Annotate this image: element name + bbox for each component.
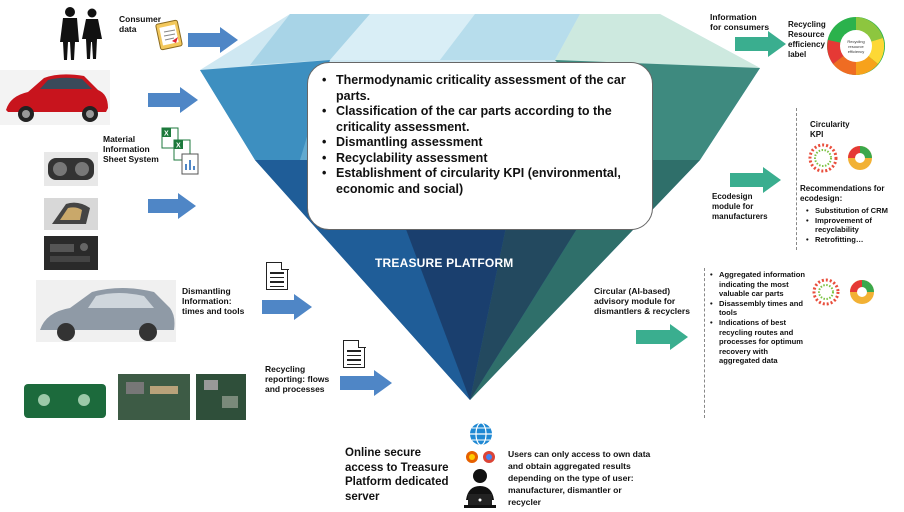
assessment-box: Thermodynamic criticality assessment of … — [307, 62, 653, 230]
arrow-material — [148, 193, 196, 219]
svg-text:X: X — [164, 131, 169, 138]
output-arrows — [636, 31, 786, 350]
radio-photo-icon — [44, 236, 98, 270]
recommendations-list: Substitution of CRM Improvement of recyc… — [806, 206, 904, 244]
kpi-gauge-icon — [848, 146, 874, 304]
circularity-kpi-label: Circularity KPI — [810, 120, 850, 139]
dismantled-car-icon — [36, 280, 176, 342]
svg-text:efficiency: efficiency — [848, 49, 865, 54]
arrow-car — [148, 87, 198, 113]
kpi-wheel-icon — [808, 143, 840, 306]
globe-icon — [470, 422, 492, 446]
car-icon — [0, 70, 110, 125]
assessment-item: Establishment of circularity KPI (enviro… — [322, 166, 638, 197]
advisory-item: Indications of best recycling routes and… — [710, 318, 810, 366]
assessment-item: Recyclability assessment — [322, 151, 638, 167]
recommendation-item: Substitution of CRM — [806, 206, 904, 216]
circuit-board-icon — [24, 374, 246, 420]
assessment-list: Thermodynamic criticality assessment of … — [322, 73, 638, 197]
platform-title: TREASURE PLATFORM — [375, 256, 514, 270]
energy-label-icon: Recycling resource efficiency — [827, 17, 885, 76]
assessment-item: Dismantling assessment — [322, 135, 638, 151]
assessment-item: Classification of the car parts accordin… — [322, 104, 638, 135]
dashboard-photo-icon — [44, 152, 98, 186]
arrow-info-consumers — [735, 31, 786, 57]
arrow-dismantling — [262, 294, 312, 320]
people-icon — [60, 7, 102, 60]
mirror-photo-icon — [44, 198, 98, 230]
ecodesign-module-label: Ecodesign module for manufacturers — [712, 192, 768, 221]
arrow-ecodesign — [730, 167, 781, 193]
input-arrows — [148, 27, 392, 396]
user-access-text: Users can only access to own data and ob… — [508, 449, 651, 507]
advisory-module-label: Circular (AI-based) advisory module for … — [594, 286, 690, 316]
svg-text:resource: resource — [848, 44, 864, 49]
secure-access-text: Online secure access to Treasure Platfor… — [345, 447, 449, 503]
recommendations-title: Recommendations for ecodesign: — [800, 184, 885, 203]
info-consumers-label: Information for consumers — [710, 12, 770, 32]
advisory-list: Aggregated information indicating the mo… — [710, 270, 810, 366]
ecodesign-divider — [796, 108, 797, 250]
svg-text:X: X — [176, 143, 181, 150]
advisory-item: Aggregated information indicating the mo… — [710, 270, 810, 299]
arrow-consumer — [188, 27, 238, 53]
user-laptop-icon — [464, 469, 496, 508]
clipboard-icon — [155, 19, 183, 51]
excel-files-icon: X X — [161, 127, 199, 175]
arrow-recycling — [340, 370, 392, 396]
advisory-divider — [704, 268, 705, 418]
svg-text:Recycling: Recycling — [847, 39, 864, 44]
dismantling-info-label: Dismantling Information: times and tools — [182, 286, 245, 316]
recycling-efficiency-label: Recycling Resource efficiency label — [788, 20, 826, 59]
document-icon — [343, 339, 366, 368]
consumer-data-label: Consumer data — [119, 14, 162, 34]
recommendation-item: Retrofitting… — [806, 235, 904, 245]
assessment-item: Thermodynamic criticality assessment of … — [322, 73, 638, 104]
browser-icon — [466, 451, 495, 463]
document-icon — [266, 261, 289, 290]
advisory-item: Disassembly times and tools — [710, 299, 810, 318]
recommendation-item: Improvement of recyclability — [806, 216, 904, 235]
arrow-advisory — [636, 324, 688, 350]
material-info-label: Material Information Sheet System — [103, 134, 159, 164]
recycling-reporting-label: Recycling reporting: flows and processes — [265, 364, 330, 394]
